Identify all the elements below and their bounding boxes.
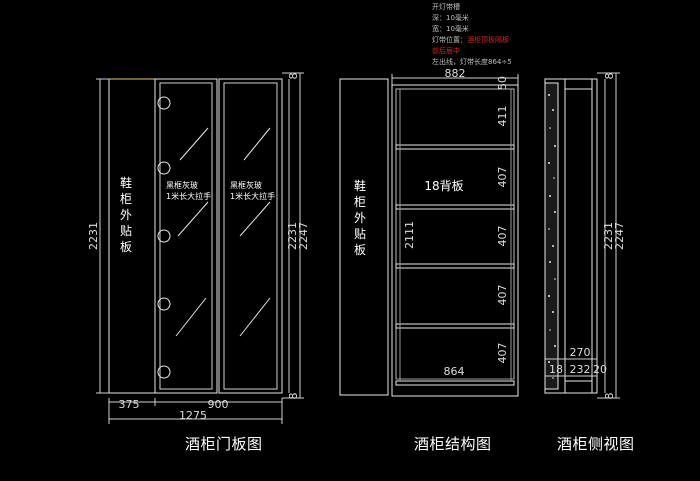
lighting-notes: 开灯带槽 深：10毫米 宽：10毫米 灯带位置：酒柜顶板隔板 前后居中 左出线，… [432, 2, 512, 68]
structure-view [339, 74, 519, 397]
handle-circle [157, 229, 171, 243]
shelf-dim-5: 407 [496, 343, 509, 364]
door-view-labels: 鞋 柜 外 贴 板 黑框灰玻 1米长大拉手 黑框灰玻 1米长大拉手 2231 2… [87, 73, 310, 423]
side-dim-part-2: 20 [593, 363, 607, 376]
door-side-label-2: 外 [120, 208, 132, 222]
side-view-door-section [544, 82, 559, 390]
side-dim-top-gap: 8 [603, 73, 616, 80]
dim-height-right-outer: 2247 [297, 222, 310, 250]
side-dim-part-1: 232 [570, 363, 591, 376]
shelf [395, 144, 515, 150]
cabinet-body [391, 84, 519, 397]
door-view [96, 72, 304, 424]
side-view-labels: 2231 2247 8 8 270 18 232 20 [549, 73, 626, 400]
shelf [395, 204, 515, 210]
struct-side-label-2: 外 [354, 211, 366, 225]
left-glass-door-frame [159, 82, 213, 390]
glass-label-right-2: 1米长大拉手 [230, 191, 275, 201]
handle-circle [157, 365, 171, 379]
glass-label-right-1: 黑框灰玻 [230, 180, 262, 190]
side-dim-height-outer: 2247 [613, 222, 626, 250]
note-line-2: 深：10毫米 [432, 14, 469, 22]
dim-width-door: 900 [208, 398, 229, 411]
glass-reflection-mark [175, 297, 207, 337]
left-glass-door [154, 78, 218, 394]
struct-side-label-0: 鞋 [354, 178, 366, 193]
dim-inner-width: 864 [444, 365, 465, 378]
caption-structure-view: 酒柜结构图 [414, 435, 492, 453]
struct-side-label-1: 柜 [354, 195, 366, 209]
handle-circle [157, 96, 171, 110]
side-dim-height-inner: 2231 [602, 222, 615, 250]
back-panel-label: 18背板 [424, 179, 463, 193]
caption-side-view: 酒柜侧视图 [557, 435, 635, 453]
note-line-3: 宽：10毫米 [432, 25, 469, 33]
side-dim-depth: 270 [570, 346, 591, 359]
glass-label-left-1: 黑框灰玻 [166, 180, 198, 190]
door-side-label-3: 贴 [120, 224, 132, 238]
shelf-dim-4: 407 [496, 285, 509, 306]
shelf-dim-0: 50 [496, 76, 509, 90]
note-line-5: 前后居中 [432, 47, 460, 55]
door-side-label-0: 鞋 [120, 175, 132, 190]
dim-top-gap: 8 [287, 73, 300, 80]
shelf-dim-1: 411 [496, 106, 509, 127]
side-dim-bottom-gap: 8 [603, 393, 616, 400]
shelf-dim-2: 407 [496, 167, 509, 188]
glass-label-left-2: 1米长大拉手 [166, 191, 211, 201]
structure-side-panel [339, 78, 389, 396]
dim-inner-height: 2111 [403, 221, 416, 249]
note-line-1: 开灯带槽 [432, 3, 460, 11]
right-glass-door [218, 78, 283, 394]
glass-reflection-mark [177, 201, 209, 237]
right-glass-door-frame [223, 82, 278, 390]
handle-circle [157, 161, 171, 175]
note-line-6: 左出线，灯带长度864÷5 [432, 58, 512, 66]
caption-door-view: 酒柜门板图 [185, 435, 263, 453]
dim-height-left: 2231 [87, 222, 100, 250]
shelf [395, 380, 515, 386]
glass-reflection-mark [179, 127, 209, 161]
door-side-label-4: 板 [120, 240, 132, 254]
shelf [395, 263, 515, 269]
note-line-4-red: 酒柜顶板隔板 [467, 36, 509, 44]
glass-reflection-mark [243, 127, 271, 161]
door-side-label-1: 柜 [120, 192, 132, 206]
dim-width-total: 1275 [179, 409, 207, 422]
dim-width-side: 375 [119, 398, 140, 411]
side-dim-part-0: 18 [549, 363, 563, 376]
note-line-4-prefix: 灯带位置： [432, 36, 467, 44]
note-line-4: 灯带位置：酒柜顶板隔板 [432, 35, 512, 46]
dim-bottom-gap: 8 [287, 393, 300, 400]
shelf-dim-3: 407 [496, 226, 509, 247]
struct-side-label-4: 板 [354, 243, 366, 257]
dim-top-width: 882 [445, 67, 466, 80]
side-view [544, 72, 620, 399]
glass-reflection-mark [239, 297, 271, 337]
handle-circle [157, 297, 171, 311]
structure-view-labels: 鞋 柜 外 贴 板 18背板 882 864 2111 50 411 407 4… [354, 67, 509, 378]
glass-reflection-mark [239, 201, 271, 237]
dim-height-right-inner: 2231 [286, 222, 299, 250]
struct-side-label-3: 贴 [354, 227, 366, 241]
side-view-hatch [548, 94, 556, 379]
shelf [395, 323, 515, 329]
